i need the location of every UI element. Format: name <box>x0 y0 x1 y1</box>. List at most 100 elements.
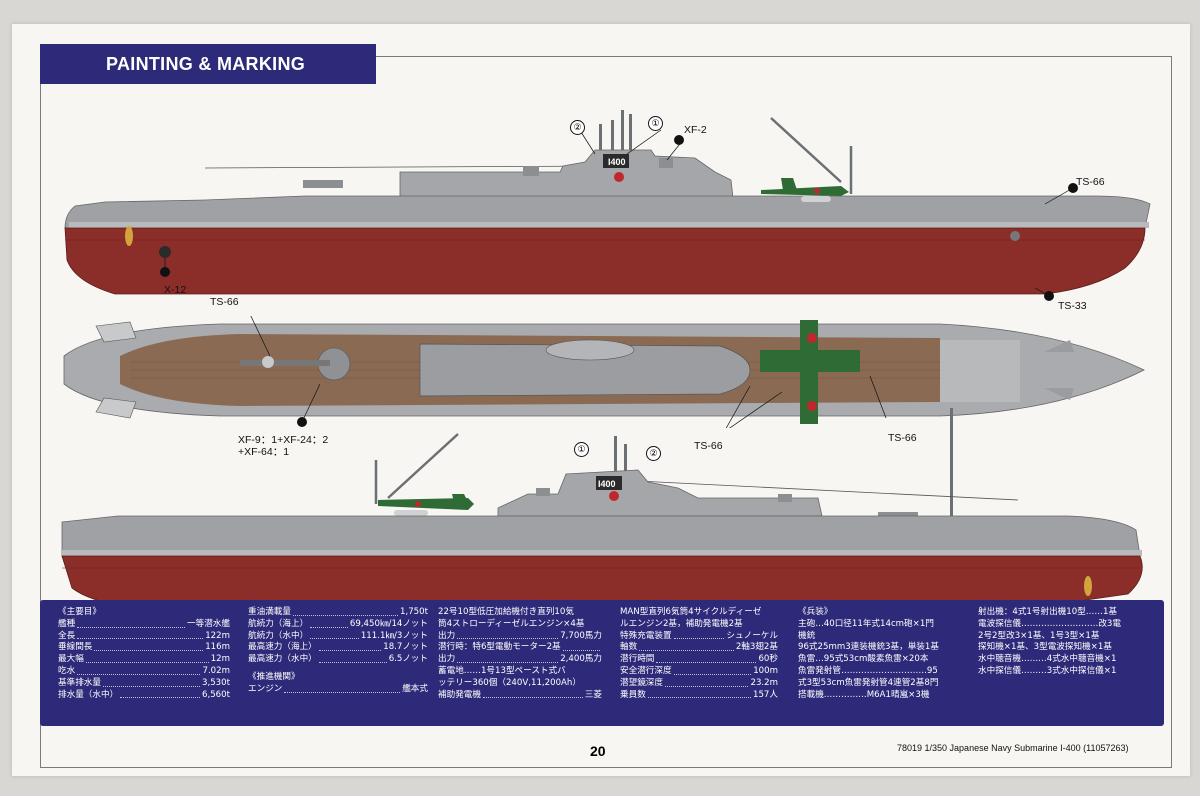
spec-value: 7,700馬力 <box>560 630 602 641</box>
callout-num1-bottom: ① <box>574 442 589 457</box>
spec-line: 筒4ストローディーゼルエンジン×4基 <box>438 618 585 629</box>
spec-key: 乗員数 <box>620 689 646 700</box>
spec-key: 潜行時：特6型電動モーター2基 <box>438 642 561 653</box>
spec-line: 式3型53cm魚雷発射管4連管2基8門 <box>798 677 939 688</box>
periscopes <box>599 110 632 160</box>
spec-row: エンジン 艦本式 <box>248 684 428 696</box>
spec-row: 乗員数 157人 <box>620 690 778 702</box>
spec-value: 116m <box>205 642 230 653</box>
spec-row: 排水量（水中）6,560t <box>58 690 230 702</box>
spec-row: 最高速力（海上）18.7ノット <box>248 642 428 654</box>
aircraft-seiran-port <box>378 494 474 516</box>
callout-xf2: XF-2 <box>684 124 707 136</box>
spec-row: 補助発電機 三菱 <box>438 690 602 702</box>
crane <box>770 117 853 194</box>
callout-ts66-deck-left: TS-66 <box>210 296 239 308</box>
spec-value: 三菱 <box>584 689 602 700</box>
leader-dots <box>647 690 751 699</box>
page-number: 20 <box>590 743 606 759</box>
spec-line: 主砲…40口径11年式14cm砲×1門 <box>798 618 934 629</box>
spec-line: ルエンジン2基，補助発電機2基 <box>620 618 743 629</box>
spec-key: 艦種 <box>58 618 76 629</box>
leader-dots <box>562 642 600 652</box>
callout-num2-bottom: ② <box>646 446 661 461</box>
spec-key: 吃水 <box>58 665 76 676</box>
spec-key: 潜行時間 <box>620 654 655 665</box>
spec-line: 魚雷発射管…………………………95 <box>798 665 938 676</box>
leader-dots <box>292 607 399 616</box>
spec-key: 軸数 <box>620 642 638 653</box>
spec-line: 探知機×1基、3型電波探知機×1基 <box>978 642 1112 653</box>
deck-view-plan <box>63 316 1145 428</box>
spec-key: 最高速力（海上） <box>248 642 317 653</box>
spec-key: 航続力（海上） <box>248 618 309 629</box>
spec-row: 最大幅 12m <box>58 654 230 666</box>
spec-heading-armament: 《兵装》 <box>798 607 833 617</box>
spec-row: 潜行時：特6型電動モーター2基 <box>438 642 602 654</box>
spec-value: 2,400馬力 <box>560 654 602 665</box>
spec-key: 特殊充電装置 <box>620 630 672 641</box>
spec-line: ッテリー360個（240V,11,200Ah） <box>438 677 581 688</box>
callout-ts66-deck-right: TS-66 <box>888 432 917 444</box>
spec-line: 水中探信儀………3式水中探信儀×1 <box>978 665 1117 676</box>
leader-dots <box>77 619 186 628</box>
spec-key: 全長 <box>58 630 76 641</box>
spec-row: 最高速力（水中）6.5ノット <box>248 654 428 666</box>
spec-value: シュノーケル <box>726 630 778 641</box>
leader-dots <box>673 666 752 675</box>
spec-key: 航続力（水中） <box>248 630 309 641</box>
leader-dots <box>77 631 204 640</box>
spec-line: MAN型直列6気筒4サイクルディーゼ <box>620 607 762 617</box>
aircraft-seiran <box>761 178 849 202</box>
spec-value: 1,750t <box>400 607 428 617</box>
spec-key: 基準排水量 <box>58 677 101 688</box>
spec-value: 一等潜水艦 <box>187 618 230 629</box>
spec-key: 垂線間長 <box>58 642 93 653</box>
spec-value: 23.2m <box>750 677 778 688</box>
leader-dots <box>457 654 559 663</box>
paint-mix-line1: XF-9：1+XF-24：2 <box>238 434 329 446</box>
spec-key: 潜望鏡深度 <box>620 677 663 688</box>
leader-dots <box>639 642 734 652</box>
spec-key: エンジン <box>248 683 283 694</box>
spec-heading-main: 《主要目》 <box>58 607 101 617</box>
spec-line: 魚雷…95式53cm酸素魚雷×20本 <box>798 654 929 665</box>
spec-value: 69,450㎞/14ノット <box>349 618 428 629</box>
spec-line: 22号10型低圧加給機付き直列10気 <box>438 607 574 617</box>
spec-line: 搭載機……………M6A1晴嵐×3機 <box>798 689 930 700</box>
spec-value: 艦本式 <box>402 683 428 694</box>
leader-dots <box>482 690 583 699</box>
spec-value: 157人 <box>753 689 778 700</box>
hull-number-top: I400 <box>608 157 626 167</box>
spec-key: 排水量（水中） <box>58 689 119 700</box>
leader-dots <box>318 642 382 652</box>
spec-line: 電波探信儀………………………改3電 <box>978 618 1121 629</box>
leader-dots <box>94 642 204 652</box>
leader-dots <box>77 666 201 675</box>
spec-column-engine: 22号10型低圧加給機付き直列10気 筒4ストローディーゼルエンジン×4基 出力… <box>438 607 602 701</box>
spec-key: 補助発電機 <box>438 689 481 700</box>
spec-line: 蓄電地……1号13型ペースト式バ <box>438 665 566 676</box>
side-view-starboard <box>64 110 1151 301</box>
callout-num2-top: ② <box>570 120 585 135</box>
spec-key: 最高速力（水中） <box>248 654 317 665</box>
spec-key: 最大幅 <box>58 654 84 665</box>
leader-dots <box>664 678 749 687</box>
spec-column-generator: MAN型直列6気筒4サイクルディーゼ ルエンジン2基，補助発電機2基 特殊充電装… <box>620 607 778 701</box>
spec-row: 垂線間長 116m <box>58 642 230 654</box>
spec-value: 12m <box>210 654 230 665</box>
page-frame <box>40 56 1172 768</box>
leader-dots <box>656 654 757 663</box>
